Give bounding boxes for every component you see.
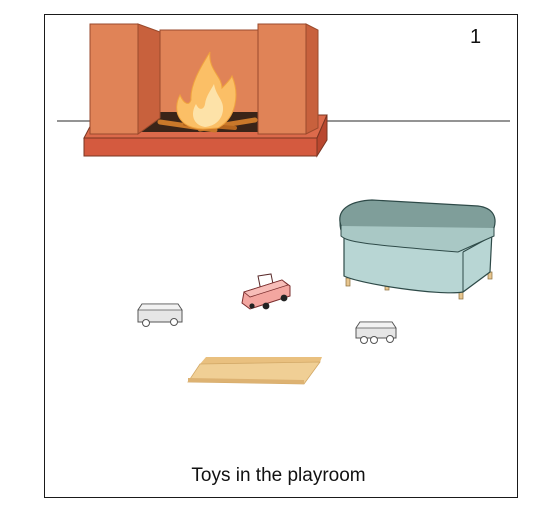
page-number: 1 [470,26,482,48]
grey-toy-car-icon [355,321,397,344]
wooden-ramp-icon [187,357,322,385]
grey-toy-car-icon [137,303,183,327]
illustration-caption: Toys in the playroom [191,465,366,486]
red-toy-truck-icon [241,273,291,310]
ottoman-icon [339,199,496,300]
fireplace-icon [83,23,328,158]
